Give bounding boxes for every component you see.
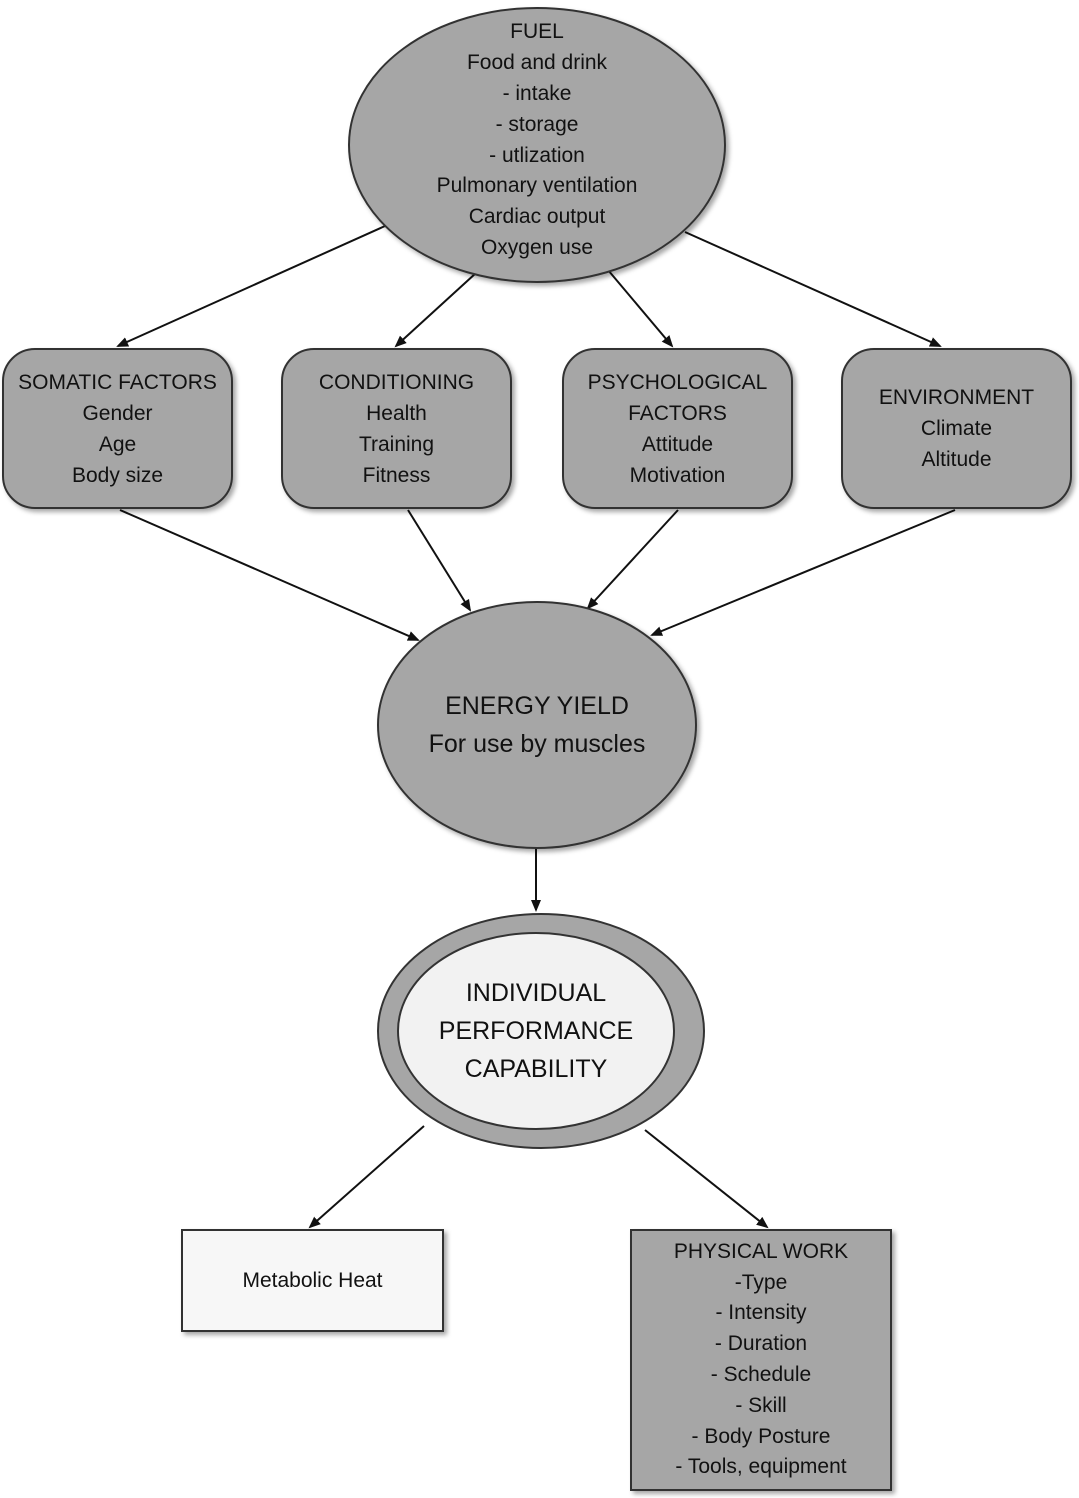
metabolic-heat-box xyxy=(181,1229,444,1332)
arrow-environment-to-energy xyxy=(650,509,956,636)
arrow-conditioning-to-energy xyxy=(407,509,472,612)
arrow-fuel-to-psychological xyxy=(607,269,674,348)
energy-yield-node xyxy=(377,601,697,849)
arrows xyxy=(116,225,956,1229)
arrow-somatic-to-energy xyxy=(119,509,420,641)
physical-work-box xyxy=(630,1229,892,1491)
somatic-factors-box xyxy=(2,348,233,509)
arrow-fuel-to-environment xyxy=(684,231,942,347)
arrow-psychological-to-energy xyxy=(586,509,679,610)
environment-box xyxy=(841,348,1072,509)
arrow-capability-to-heat xyxy=(308,1125,425,1229)
arrow-fuel-to-somatic xyxy=(116,225,386,347)
fuel-node xyxy=(348,7,726,283)
conditioning-box xyxy=(281,348,512,509)
capability-node-inner xyxy=(397,932,675,1130)
arrow-fuel-to-conditioning xyxy=(394,272,477,348)
psychological-factors-box xyxy=(562,348,793,509)
arrow-capability-to-work xyxy=(644,1129,769,1229)
